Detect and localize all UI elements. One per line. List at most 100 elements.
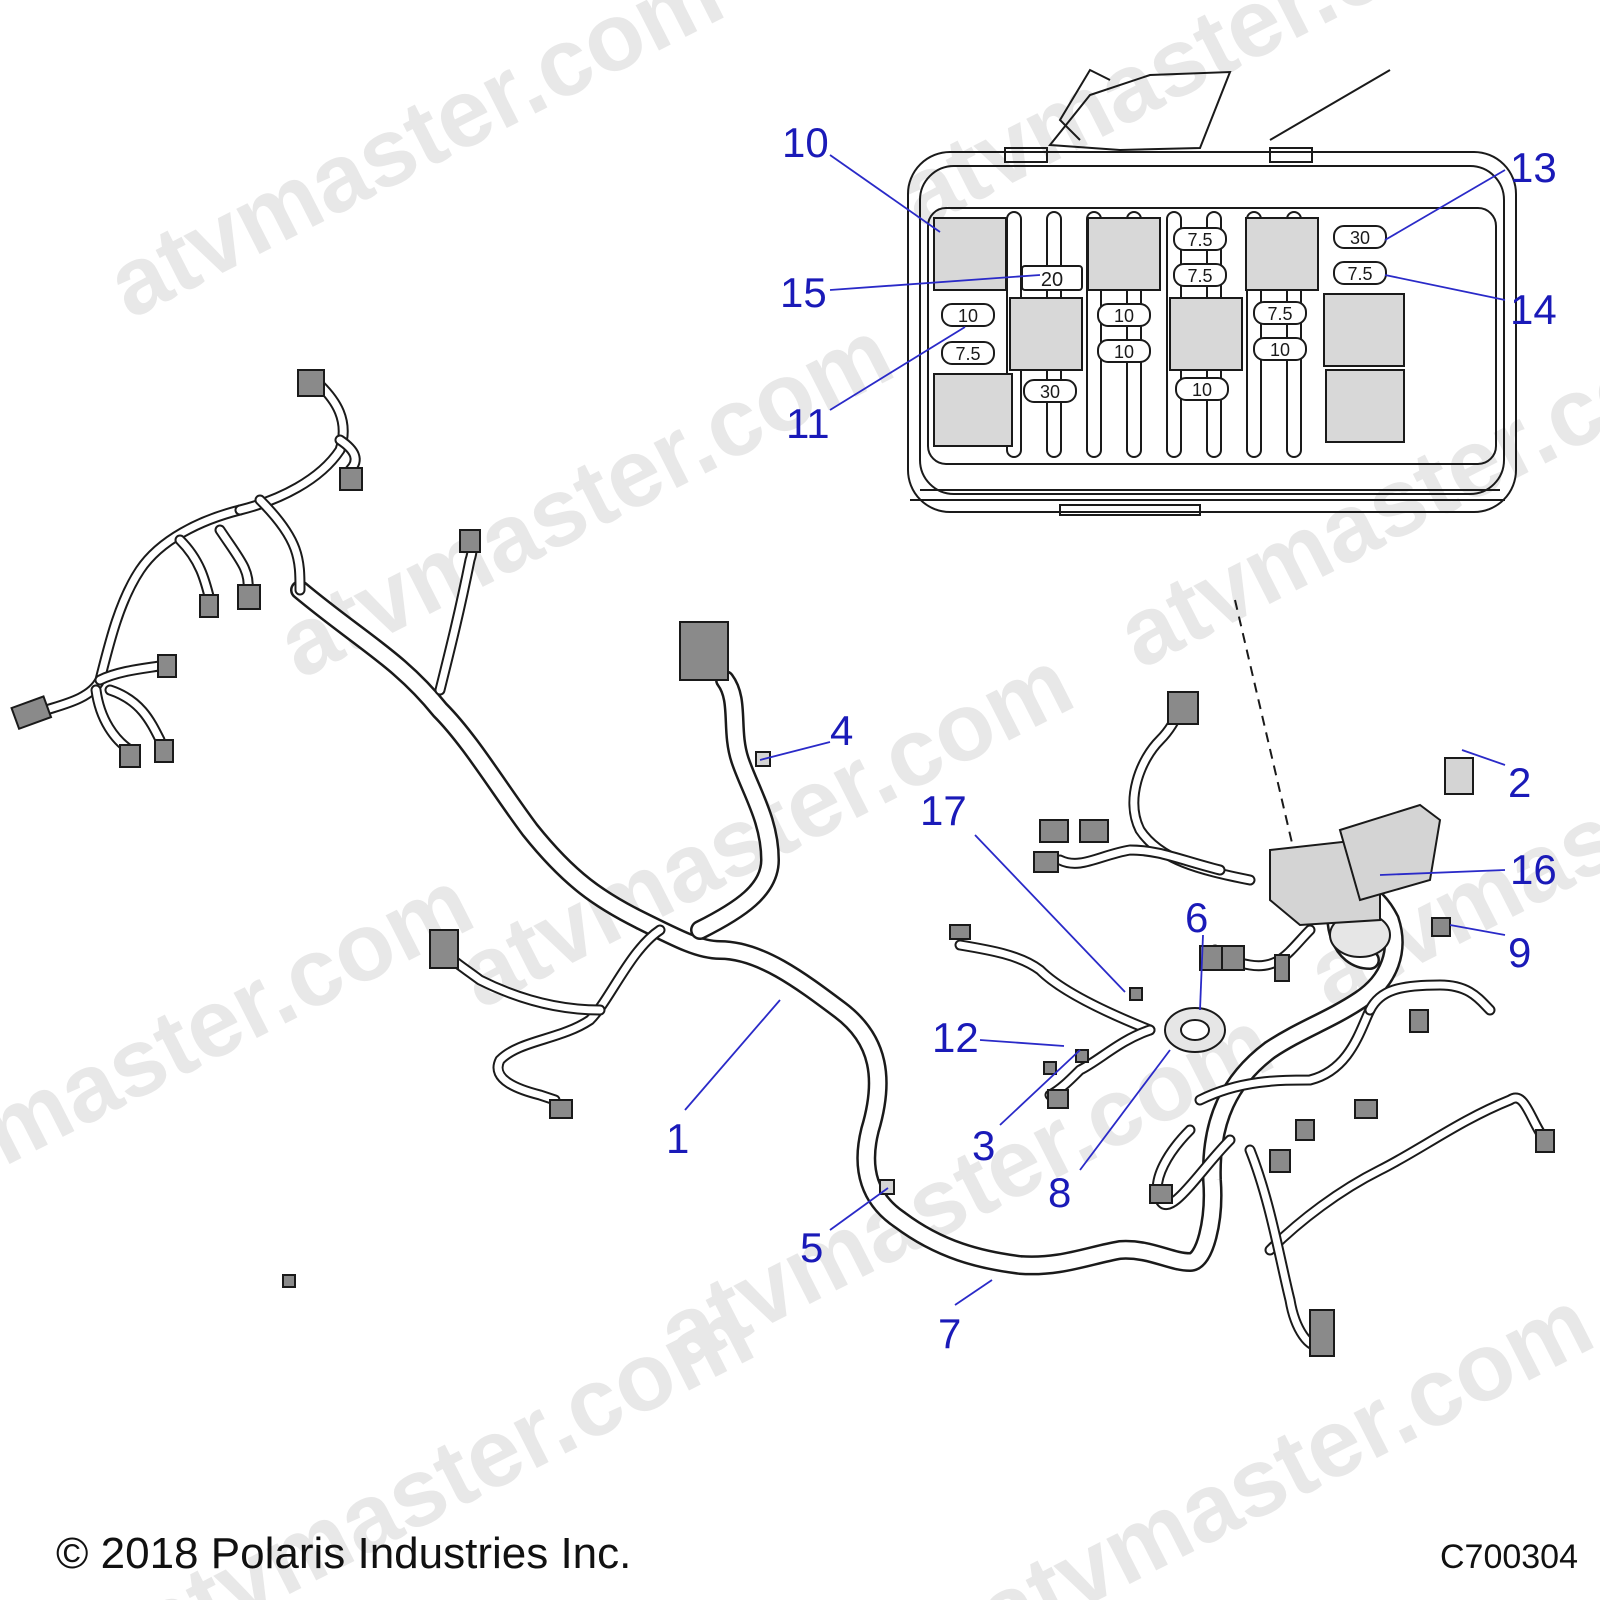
connector [1033, 851, 1059, 873]
fuse-rating: 7.5 [1347, 264, 1372, 284]
clip [1043, 1061, 1057, 1075]
fuse-box-detail: 7.5 7.5 30 7.5 20 10 7.5 10 10 7.5 10 30… [907, 68, 1517, 516]
watermark-text: atvmaster.com [881, 0, 1529, 249]
connector [237, 584, 261, 610]
clip [282, 1274, 296, 1288]
callout-14: 14 [1510, 286, 1557, 333]
connector [1409, 1009, 1429, 1033]
fuse-rating: 7.5 [955, 344, 980, 364]
callout-7: 7 [938, 1310, 961, 1357]
connector [10, 695, 53, 731]
callout-5: 5 [800, 1224, 823, 1271]
fuse: 10 [941, 303, 995, 327]
fuse-box-housing-inner [919, 165, 1505, 495]
connector [1269, 1149, 1291, 1173]
callout-16: 16 [1510, 846, 1557, 893]
connector [1354, 1099, 1378, 1119]
fuse-box-cable [1058, 68, 1111, 141]
watermark-text: atvmaster.com [1291, 628, 1600, 1029]
fuse-box-well [927, 207, 1497, 465]
relay [1087, 217, 1161, 291]
fuse: 7.5 [1173, 263, 1227, 287]
relay [1009, 297, 1083, 371]
connector [339, 467, 363, 491]
detail-dashed-leader [1234, 599, 1297, 861]
fuse: 7.5 [1253, 301, 1307, 325]
connector [1274, 954, 1290, 982]
fuse-rating: 7.5 [1187, 230, 1212, 250]
callout-9: 9 [1508, 929, 1531, 976]
relay [1323, 293, 1405, 367]
grommet [1180, 1019, 1210, 1041]
callout-1: 1 [666, 1115, 689, 1162]
connector [157, 654, 177, 678]
fuse-rating: 30 [1040, 382, 1060, 402]
clip [1075, 1049, 1089, 1063]
callout-10: 10 [782, 119, 829, 166]
fuse-box-cable [1048, 70, 1232, 152]
callout-11: 11 [786, 400, 830, 447]
relay [1169, 297, 1243, 371]
connector [1295, 1119, 1315, 1141]
connector [1039, 819, 1069, 843]
callout-2: 2 [1508, 759, 1531, 806]
connector [119, 744, 141, 768]
connector [949, 924, 971, 940]
relay [1325, 369, 1405, 443]
fuse-rating: 10 [958, 306, 978, 326]
fuse: 30 [1333, 225, 1387, 249]
connector [1079, 819, 1109, 843]
fuse-rating: 7.5 [1267, 304, 1292, 324]
fuse-rating: 10 [1270, 340, 1290, 360]
fuse-box-housing [907, 151, 1517, 513]
connector [459, 529, 481, 553]
connector [1221, 945, 1245, 971]
fuse-label [1444, 757, 1474, 795]
connectors [10, 369, 1555, 1357]
fuse-box-latch [1269, 147, 1313, 163]
connector [297, 369, 325, 397]
fuse-rating: 30 [1350, 228, 1370, 248]
connector [1149, 1184, 1173, 1204]
fuse-rating: 10 [1114, 342, 1134, 362]
fuse: 30 [1023, 379, 1077, 403]
connector [1535, 1129, 1555, 1153]
fuse-box-latch [1004, 147, 1048, 163]
fuse: 7.5 [1333, 261, 1387, 285]
connector [199, 594, 219, 618]
fuse-rating: 20 [1041, 269, 1063, 291]
connector [1309, 1309, 1335, 1357]
callout-13: 13 [1510, 144, 1557, 191]
connector [429, 929, 459, 969]
engine-control-connector [679, 621, 729, 681]
drawing-code: C700304 [1440, 1538, 1578, 1576]
callout-17: 17 [920, 787, 967, 834]
fuse: 10 [1175, 377, 1229, 401]
callout-15: 15 [780, 269, 827, 316]
fuse-box-cover [1338, 803, 1442, 902]
watermark-text: atvmaster.com [91, 0, 739, 339]
callout-4: 4 [830, 707, 853, 754]
fuse-rating: 7.5 [1187, 266, 1212, 286]
callout-labels: 1 2 3 4 5 6 7 8 9 10 11 12 13 14 15 16 1… [666, 119, 1557, 1357]
clip [1129, 987, 1143, 1001]
relay [1245, 217, 1319, 291]
fuse: 10 [1097, 303, 1151, 327]
fuse: 10 [1253, 337, 1307, 361]
fuse: 20 [1021, 265, 1083, 291]
callout-12: 12 [932, 1014, 979, 1061]
callout-6: 6 [1185, 894, 1208, 941]
connector [1167, 691, 1199, 725]
watermark-text: atvmaster.com [0, 848, 489, 1249]
fuse-box-bottom-edge [910, 489, 1505, 516]
fuse-rating: 10 [1192, 380, 1212, 400]
copyright-notice: © 2018 Polaris Industries Inc. [56, 1529, 631, 1578]
fuse: 7.5 [1173, 227, 1227, 251]
callout-8: 8 [1048, 1169, 1071, 1216]
connector [154, 739, 174, 763]
callout-3: 3 [972, 1122, 995, 1169]
fuse: 7.5 [941, 341, 995, 365]
relay [933, 373, 1013, 447]
fuse: 10 [1097, 339, 1151, 363]
